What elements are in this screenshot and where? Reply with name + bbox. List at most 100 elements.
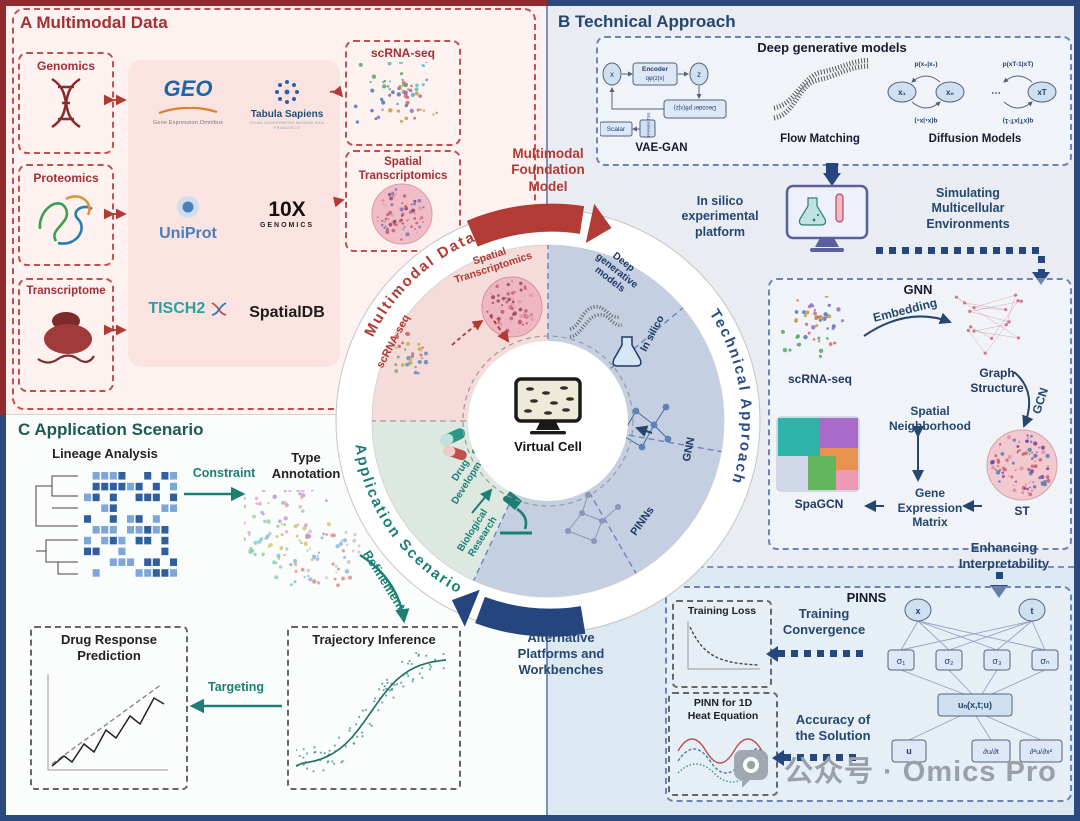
- trajectory-image: [296, 652, 447, 773]
- cycle-arrow-red: [466, 203, 612, 247]
- center-flask-icon: [612, 336, 642, 367]
- foundation-model-label: Multimodal Foundation Model: [511, 146, 585, 194]
- vae-gan-diagram: x Encoder qφ(z|x) z Decoder pθ(x|z) Scal…: [600, 62, 727, 138]
- convergence-trail: [778, 650, 864, 657]
- accuracy-label: Accuracy of the Solution: [795, 712, 871, 743]
- gnn-st-image: [986, 429, 1058, 501]
- gnn-scrna-scatter: [780, 296, 845, 358]
- enhancing-label: Enhancing Interpretability: [958, 540, 1050, 571]
- pinn-network-diagram: x t σ₁ σ₂ σ₃ σₙ uₙ(x,t;u) u ∂u/∂t ∂²u/∂x…: [887, 598, 1063, 763]
- type-annotation-label: Type Annotation: [271, 450, 341, 481]
- diffusion-node-x1: x₁: [898, 88, 906, 97]
- heat-equation-curves: [677, 737, 769, 783]
- gnn-graph-label: Graph Structure: [970, 366, 1024, 395]
- watermark-text: 公众号 · Omics Pro: [784, 756, 1057, 788]
- lineage-label: Lineage Analysis: [52, 446, 158, 461]
- geo-logo-sub: Gene Expression Omnibus: [152, 120, 224, 126]
- frame-top-red: [0, 0, 547, 6]
- dgm-down-arrow-head: [823, 173, 841, 186]
- vae-scalar: Scalar: [607, 126, 626, 133]
- scrnaseq-box: scRNA-seq: [345, 40, 461, 146]
- vae-gan-label: VAE-GAN: [635, 142, 688, 154]
- heat-equation-label: PINN for 1D Heat Equation: [687, 697, 759, 722]
- training-loss-curve: [687, 621, 760, 670]
- pinn-un: uₙ(x,t;u): [958, 700, 992, 710]
- constraint-label: Constraint: [192, 466, 256, 480]
- frame-left-red: [0, 0, 6, 415]
- proteomics-label: Proteomics: [33, 171, 99, 185]
- diffusion-node-xt: xT: [1037, 88, 1046, 97]
- diffusion-p2: p(xT-1|xT): [1003, 61, 1034, 68]
- pinn-node-t: t: [1031, 606, 1034, 616]
- spatialdb-logo: SpatialDB: [240, 304, 334, 322]
- flow-matching-label: Flow Matching: [780, 133, 860, 145]
- gnn-box: [768, 278, 1072, 550]
- lineage-image: [35, 472, 178, 577]
- accuracy-trail: [784, 754, 858, 761]
- tisch2-logo: TISCH2: [142, 300, 234, 318]
- pinn-u: u: [906, 746, 912, 756]
- geo-logo-text: GEO: [163, 76, 213, 101]
- pinn-sigma2: σ₂: [944, 656, 954, 666]
- pinn-sigman: σₙ: [1040, 656, 1050, 666]
- gnn-graph-image: [954, 293, 1023, 355]
- trajectory-box: Trajectory Inference: [287, 626, 461, 790]
- diffusion-p1: p(x₀|x₁): [915, 61, 938, 68]
- diffusion-models-label: Diffusion Models: [928, 133, 1022, 145]
- tabula-logo-sub: CHAN ZUCKERBERG BIOHUB SAN FRANCISCO: [250, 120, 324, 130]
- panel-c-arrows: [184, 486, 410, 714]
- pinn-sigma3: σ₃: [992, 656, 1002, 666]
- virtual-cell-monitor-icon: [514, 377, 582, 435]
- watermark: 公众号 · Omics Pro: [728, 746, 1057, 792]
- spatial-tx-label: Spatial Transcriptomics: [358, 156, 448, 183]
- training-loss-box: Training Loss: [672, 600, 772, 688]
- genomics-label: Genomics: [36, 59, 96, 73]
- gnn-title: GNN: [903, 282, 933, 297]
- tisch2-logo-text: TISCH2: [148, 300, 206, 317]
- tabula-logo-text: Tabula Sapiens: [250, 109, 324, 120]
- platform-trail-vertical: [1038, 256, 1045, 272]
- dgm-down-arrow-stem: [826, 163, 838, 173]
- enhancing-arrowhead: [990, 585, 1008, 598]
- pinns-title: PINNS: [846, 590, 887, 605]
- deep-generative-title: Deep generative models: [757, 40, 907, 55]
- panel-a-title: A Multimodal Data: [20, 13, 168, 32]
- gnn-embedding-label: Embedding: [872, 295, 939, 324]
- tenx-logo-sub: GENOMICS: [259, 222, 315, 229]
- drug-response-box: Drug Response Prediction: [30, 626, 188, 790]
- diffusion-node-x0: x₀: [946, 88, 954, 97]
- simulating-label: Simulating Multicellular Environments: [926, 186, 1010, 231]
- horizontal-divider-left: [6, 414, 547, 415]
- diffusion-q2: q(xT|xT-1): [1003, 117, 1034, 124]
- alternative-platforms-label: Alternative Platforms and Workbenches: [517, 630, 605, 677]
- flow-matching-image: [773, 58, 869, 121]
- spatialdb-logo-text: SpatialDB: [249, 304, 325, 321]
- transcriptome-box: Transcriptome: [18, 278, 114, 392]
- training-convergence-label: Training Convergence: [782, 606, 866, 637]
- watermark-camera-icon: [734, 750, 768, 788]
- trajectory-label: Trajectory Inference: [312, 632, 436, 647]
- genomics-box: Genomics: [18, 52, 114, 154]
- vae-decoder: Decoder pθ(x|z): [674, 104, 717, 110]
- panel-c-title: C Application Scenario: [18, 420, 204, 439]
- transcriptome-label: Transcriptome: [26, 285, 106, 297]
- geo-logo: GEO Gene Expression Omnibus: [142, 76, 234, 126]
- tenx-genomics-logo: 10X GENOMICS: [240, 198, 334, 229]
- diffusion-diagram: x₁ x₀ ⋯ xT p(x₀|x₁) p(xT-1|xT) q(x₁|x₀) …: [887, 61, 1057, 124]
- pinn-sigma1: σ₁: [897, 656, 906, 666]
- scrnaseq-scatter: [353, 62, 438, 124]
- spatial-tx-box: Spatial Transcriptomics: [345, 150, 461, 252]
- heat-equation-box: PINN for 1D Heat Equation: [668, 692, 778, 796]
- tabula-sapiens-logo: Tabula Sapiens CHAN ZUCKERBERG BIOHUB SA…: [240, 78, 334, 130]
- geo-swoosh: [158, 106, 218, 115]
- frame-top-blue: [547, 0, 1080, 6]
- accuracy-arrowhead: [772, 750, 784, 766]
- vae-encoder: Encoder: [642, 66, 668, 73]
- vae-x: x: [610, 70, 614, 79]
- cycle-arrow-blue: [451, 589, 586, 637]
- type-annotation-image: [244, 490, 361, 588]
- protein-icon: [38, 195, 93, 245]
- platform-trail-horizontal: [876, 247, 1040, 254]
- drug-response-label: Drug Response Prediction: [60, 632, 158, 663]
